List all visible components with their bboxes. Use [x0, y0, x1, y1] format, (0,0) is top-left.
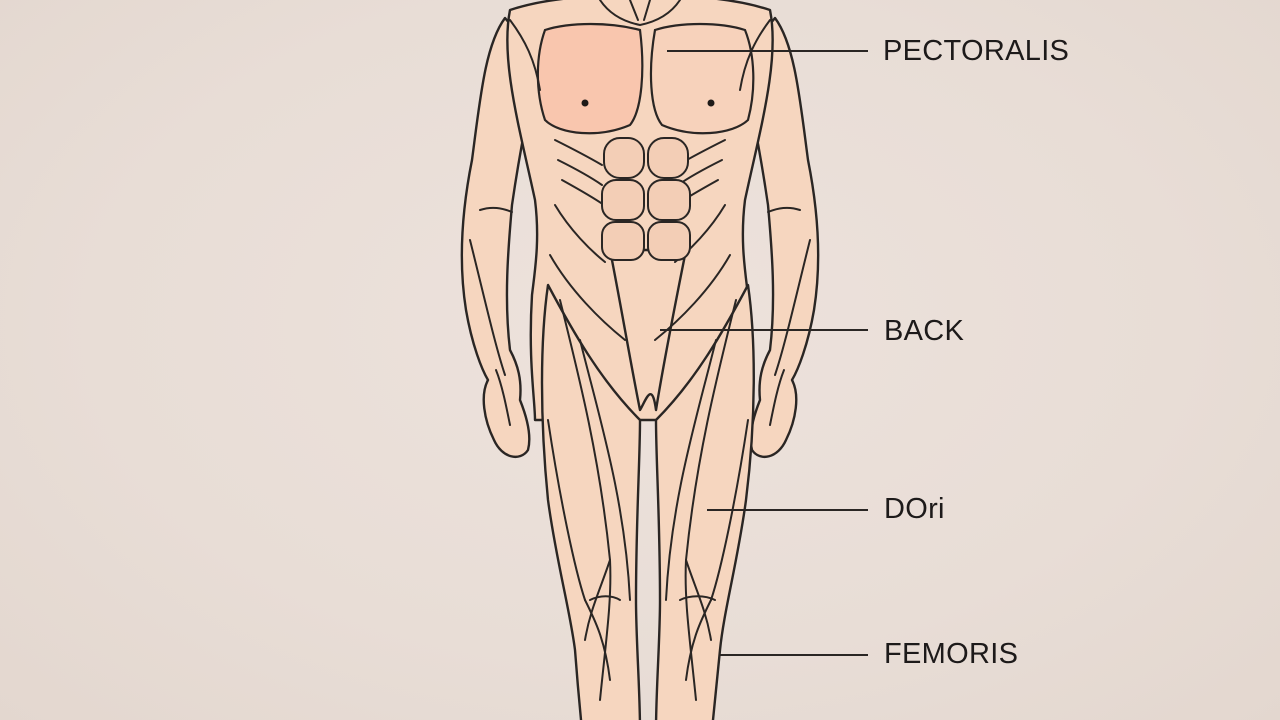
abs-mid-left: [601, 179, 645, 221]
right-pectoral: [649, 22, 755, 135]
abs-low-left: [601, 221, 645, 261]
right-nipple: [707, 99, 715, 107]
label-dori: DOri: [884, 493, 945, 525]
left-leg: [540, 283, 642, 720]
label-femoris: FEMORIS: [884, 638, 1019, 670]
label-back: BACK: [884, 315, 965, 347]
groin: [608, 248, 688, 412]
abs-upper-left: [603, 137, 645, 179]
right-leg: [654, 283, 755, 720]
label-pectoralis: PECTORALIS: [883, 35, 1070, 67]
abs-low-right: [647, 221, 691, 261]
abs-upper-right: [647, 137, 689, 179]
left-nipple: [581, 99, 589, 107]
left-pectoral: [536, 22, 644, 135]
abs-mid-right: [647, 179, 691, 221]
